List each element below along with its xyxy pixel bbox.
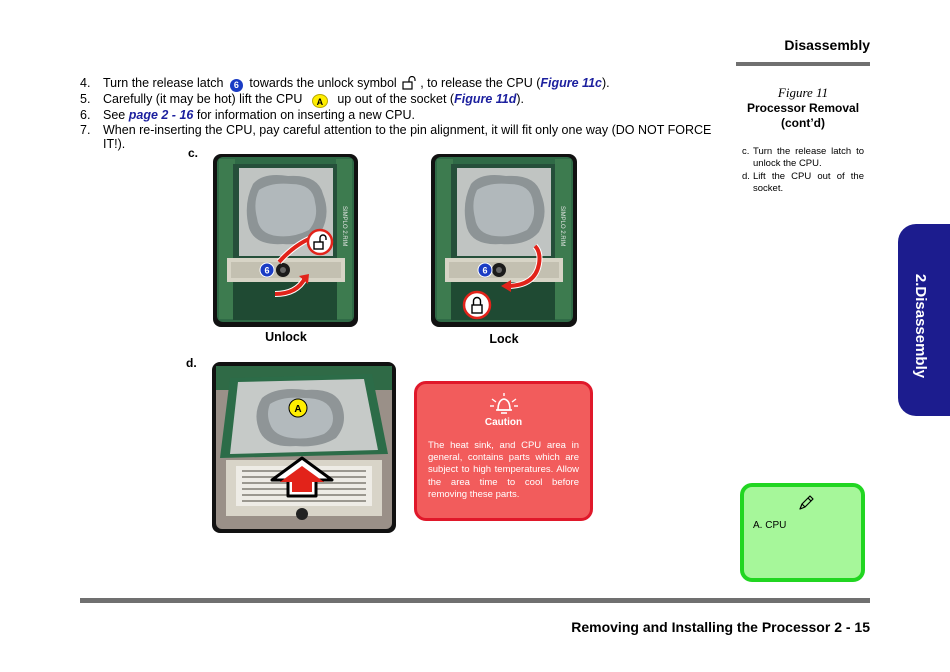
- step-number: 6.: [80, 108, 91, 122]
- caution-box: Caution The heat sink, and CPU area in g…: [414, 381, 593, 521]
- step-text: When re-inserting the CPU, pay careful a…: [103, 122, 712, 152]
- cpu-removal-image: A: [216, 366, 392, 529]
- step-6: 6. See page 2 - 16 for information on in…: [80, 108, 730, 123]
- step-text-part: towards the unlock symbol: [249, 76, 397, 90]
- latch-number: 6: [264, 266, 269, 276]
- pencil-icon: [799, 495, 814, 510]
- caution-text: The heat sink, and CPU area in general, …: [428, 440, 579, 500]
- step-text: Carefully (it may be hot) lift the CPU A…: [103, 92, 524, 108]
- figure-11d-link[interactable]: Figure 11d: [454, 92, 517, 106]
- figure-caption: Figure 11 Processor Removal (cont’d): [736, 85, 870, 131]
- latch-badge: 6: [229, 79, 243, 92]
- figure-title-line-1: Processor Removal: [746, 101, 860, 115]
- latch-number: 6: [482, 266, 487, 276]
- step-text-part: ).: [516, 92, 525, 106]
- chapter-tab-label: 2.Disassembly: [912, 273, 929, 379]
- step-text-part: See: [103, 108, 126, 122]
- subfigure-d-label: d.: [186, 356, 197, 370]
- step-5: 5. Carefully (it may be hot) lift the CP…: [80, 92, 730, 108]
- cpu-removal-photo: A: [212, 362, 396, 533]
- cpu-badge: A: [311, 94, 328, 108]
- lock-photo: SIMPLO 2.RIM 6: [431, 154, 577, 327]
- lock-photo-image: SIMPLO 2.RIM 6: [435, 157, 573, 322]
- step-text-part: up out of the socket (: [337, 92, 455, 106]
- figure-notes: c. Turn the release latch to unlock the …: [742, 146, 864, 196]
- subfigure-c-label: c.: [188, 146, 199, 160]
- note-key: c.: [742, 146, 750, 157]
- step-text: See page 2 - 16 for information on inser…: [103, 108, 415, 123]
- figure-label: Figure 11: [777, 85, 829, 100]
- figure-note-d: d. Lift the CPU out of the socket.: [742, 171, 864, 196]
- step-text: Turn the release latch 6 towards the unl…: [103, 76, 610, 92]
- step-text-part: Turn the release latch: [103, 76, 224, 90]
- step-4: 4. Turn the release latch 6 towards the …: [80, 76, 730, 92]
- caution-title: Caution: [484, 417, 523, 428]
- note-key: d.: [742, 170, 750, 182]
- note-item-cpu: A. CPU: [753, 520, 787, 531]
- step-number: 7.: [80, 122, 91, 137]
- unlock-caption: Unlock: [265, 330, 307, 344]
- chip-text: SIMPLO 2.RIM: [559, 206, 565, 246]
- step-text-part: for information on inserting a new CPU.: [196, 108, 416, 122]
- footer-divider: [80, 598, 870, 603]
- lock-caption: Lock: [489, 332, 519, 346]
- header-divider: [736, 62, 870, 66]
- figure-11c-link[interactable]: Figure 11c: [540, 76, 602, 90]
- note-text: Lift the CPU out of the socket.: [753, 170, 864, 195]
- unlock-symbol-icon: [402, 76, 416, 90]
- page-2-16-link[interactable]: page 2 - 16: [128, 108, 194, 122]
- cpu-label: A: [294, 404, 301, 415]
- caution-bell-icon: [489, 393, 518, 414]
- figure-note-c: c. Turn the release latch to unlock the …: [742, 146, 864, 171]
- step-text-part: ).: [602, 76, 610, 90]
- chip-text: SIMPLO 2.RIM: [341, 206, 347, 246]
- figure-title-line-2: (cont’d): [781, 116, 825, 130]
- note-box: A. CPU: [740, 483, 865, 582]
- unlock-photo: SIMPLO 2.RIM 6: [213, 154, 358, 327]
- chapter-tab[interactable]: [898, 224, 950, 416]
- step-text-part: , to release the CPU (: [420, 76, 541, 90]
- section-header: Disassembly: [784, 37, 870, 53]
- note-text: Turn the release latch to unlock the CPU…: [753, 146, 864, 170]
- unlock-photo-image: SIMPLO 2.RIM 6: [217, 157, 354, 322]
- page-footer: Removing and Installing the Processor 2 …: [571, 619, 870, 635]
- step-number: 4.: [80, 76, 91, 90]
- step-7: 7. When re-inserting the CPU, pay carefu…: [80, 123, 730, 152]
- step-number: 5.: [80, 92, 91, 106]
- instruction-list: 4. Turn the release latch 6 towards the …: [80, 76, 730, 152]
- step-text-part: Carefully (it may be hot) lift the CPU: [103, 92, 303, 106]
